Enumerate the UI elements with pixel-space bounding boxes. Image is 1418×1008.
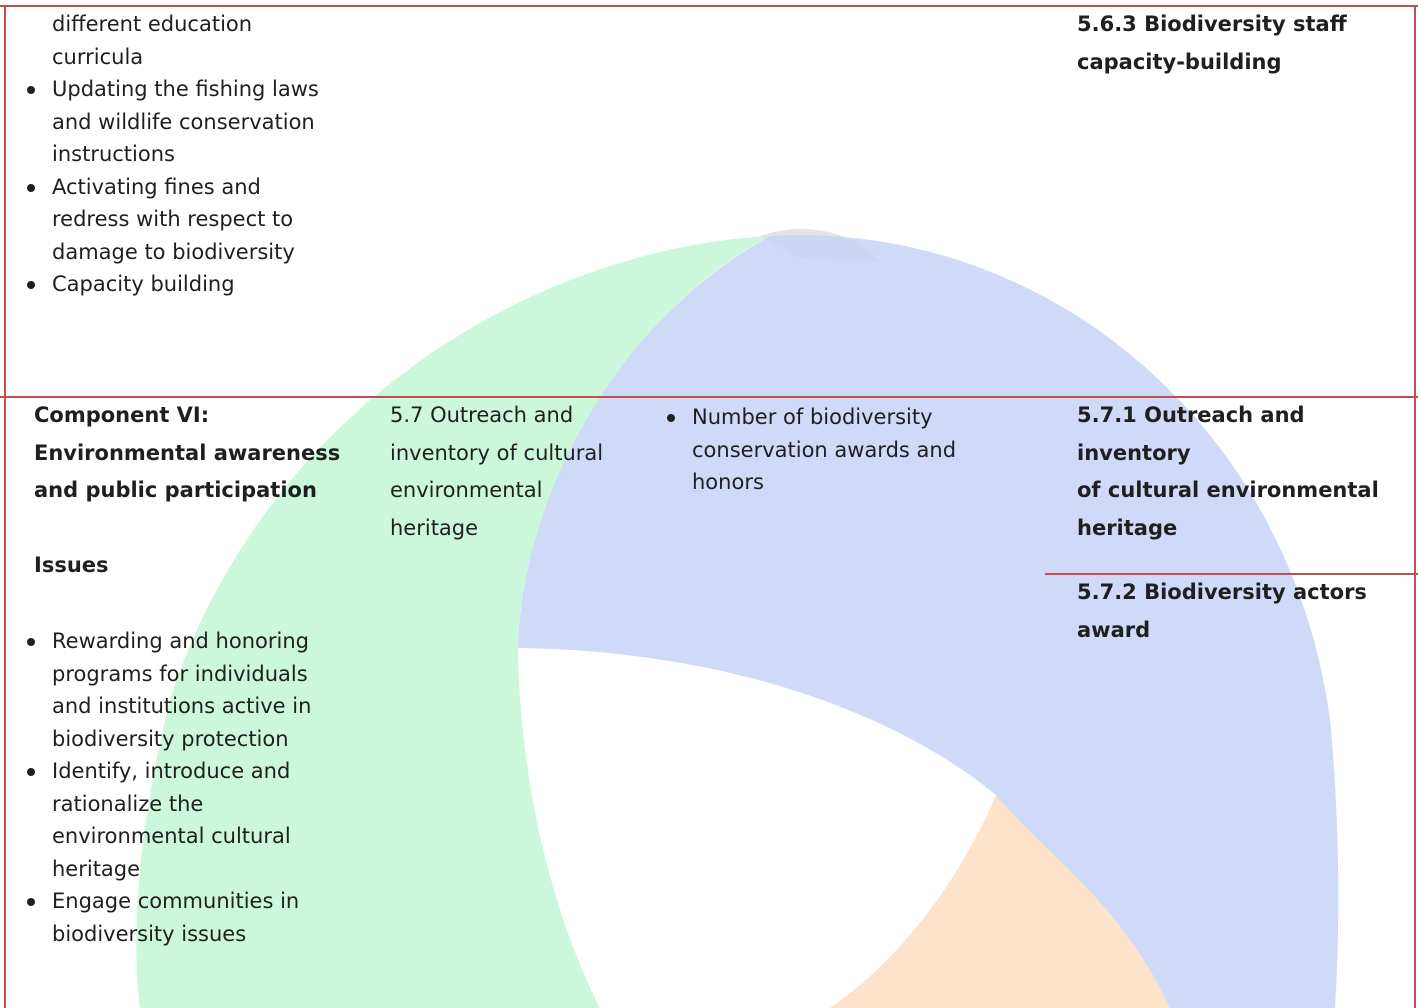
list-item: Number of biodiversity conservation awar… — [664, 401, 1024, 499]
watermark-blue-arc — [518, 235, 1339, 1008]
list-item: Activating fines and redress with respec… — [24, 171, 344, 269]
watermark-green-arc — [136, 236, 770, 1008]
watermark-orange-arc — [830, 795, 1170, 1008]
table-border-left — [4, 5, 6, 1008]
indicators-cell: Number of biodiversity conservation awar… — [664, 401, 1024, 499]
component-issues-cell: Rewarding and honoring programs for indi… — [24, 625, 344, 950]
action-5-7-1: 5.7.1 Outreach and inventory of cultural… — [1077, 403, 1379, 540]
continued-line: different education — [52, 12, 253, 36]
issues-list: Rewarding and honoring programs for indi… — [24, 625, 344, 950]
table-border-right — [1414, 5, 1416, 1008]
issues-heading: Issues — [34, 553, 109, 577]
issues-list: Updating the fishing laws and wildlife c… — [24, 73, 344, 301]
table-row-divider — [0, 396, 1418, 398]
component-title: Component VI: Environmental awareness an… — [34, 403, 341, 502]
list-item: Rewarding and honoring programs for indi… — [24, 625, 344, 755]
list-item: Updating the fishing laws and wildlife c… — [24, 73, 344, 171]
list-item: Identify, introduce and rationalize the … — [24, 755, 344, 885]
indicators-list: Number of biodiversity conservation awar… — [664, 401, 1024, 499]
action-5-7-2: 5.7.2 Biodiversity actors award — [1077, 580, 1367, 642]
list-item: Capacity building — [24, 268, 344, 301]
action-5-6-3: 5.6.3 Biodiversity staff capacity-buildi… — [1077, 12, 1347, 74]
list-item: Engage communities in biodiversity issue… — [24, 885, 344, 950]
action-cell-divider — [1045, 573, 1418, 575]
issues-continued-cell: different education curricula Updating t… — [24, 8, 344, 301]
program-5-7: 5.7 Outreach and inventory of cultural e… — [390, 403, 604, 540]
continued-line: curricula — [52, 44, 144, 69]
table-border-top — [0, 5, 1418, 7]
